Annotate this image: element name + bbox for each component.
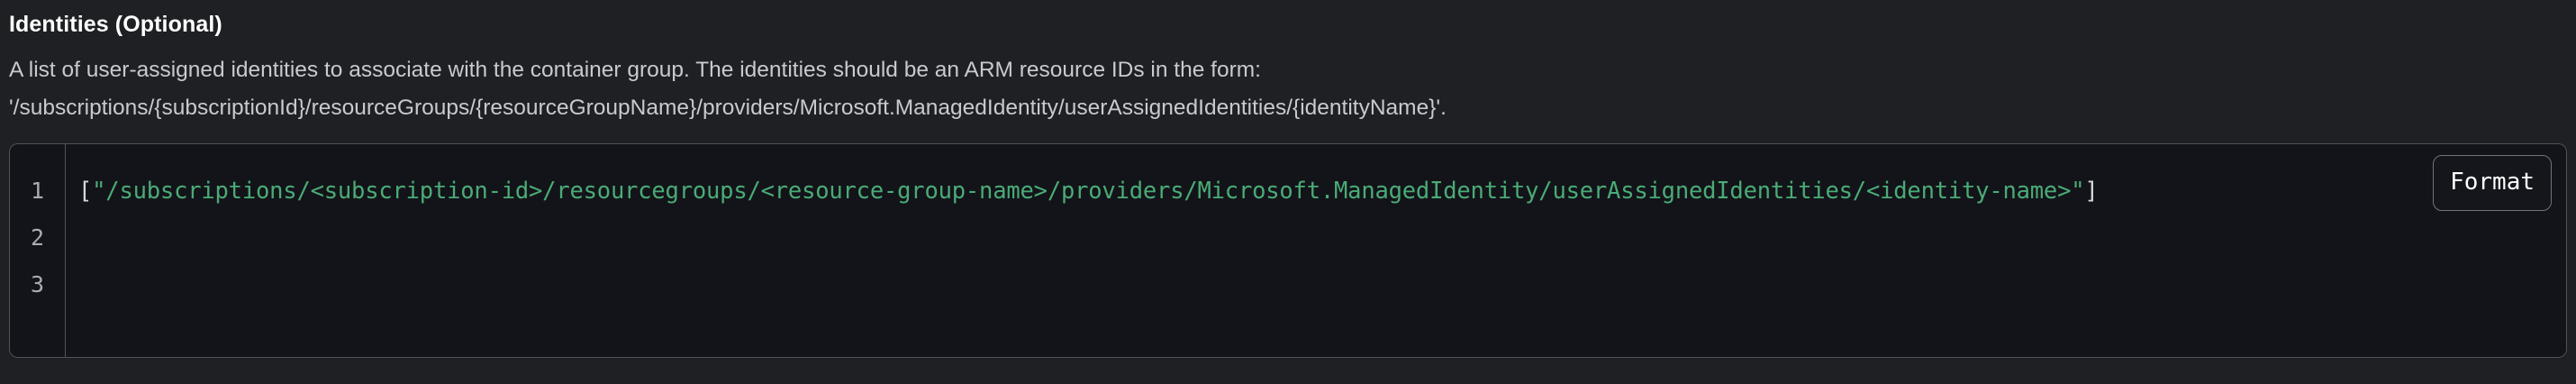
code-line[interactable] — [78, 215, 2566, 261]
code-text-area[interactable]: ["/subscriptions/<subscription-id>/resou… — [66, 144, 2566, 357]
line-number-gutter: 1 2 3 — [10, 144, 66, 357]
page-title: Identities (Optional) — [9, 12, 222, 37]
field-description-line-1: A list of user-assigned identities to as… — [9, 58, 1261, 82]
code-close-bracket: ] — [2084, 178, 2099, 205]
line-number: 2 — [30, 224, 45, 251]
line-number: 3 — [30, 271, 45, 297]
code-editor-body: 1 2 3 ["/subscriptions/<subscription-id>… — [10, 144, 2566, 357]
format-button[interactable]: Format — [2433, 155, 2552, 211]
code-line[interactable] — [78, 261, 2566, 308]
field-description-line-2: '/subscriptions/{subscriptionId}/resourc… — [9, 96, 1447, 120]
code-open-bracket: [ — [78, 178, 93, 205]
code-line[interactable]: ["/subscriptions/<subscription-id>/resou… — [78, 168, 2566, 215]
code-editor[interactable]: 1 2 3 ["/subscriptions/<subscription-id>… — [9, 143, 2567, 358]
line-number: 1 — [30, 178, 45, 204]
code-string-literal: "/subscriptions/<subscription-id>/resour… — [92, 178, 2085, 205]
